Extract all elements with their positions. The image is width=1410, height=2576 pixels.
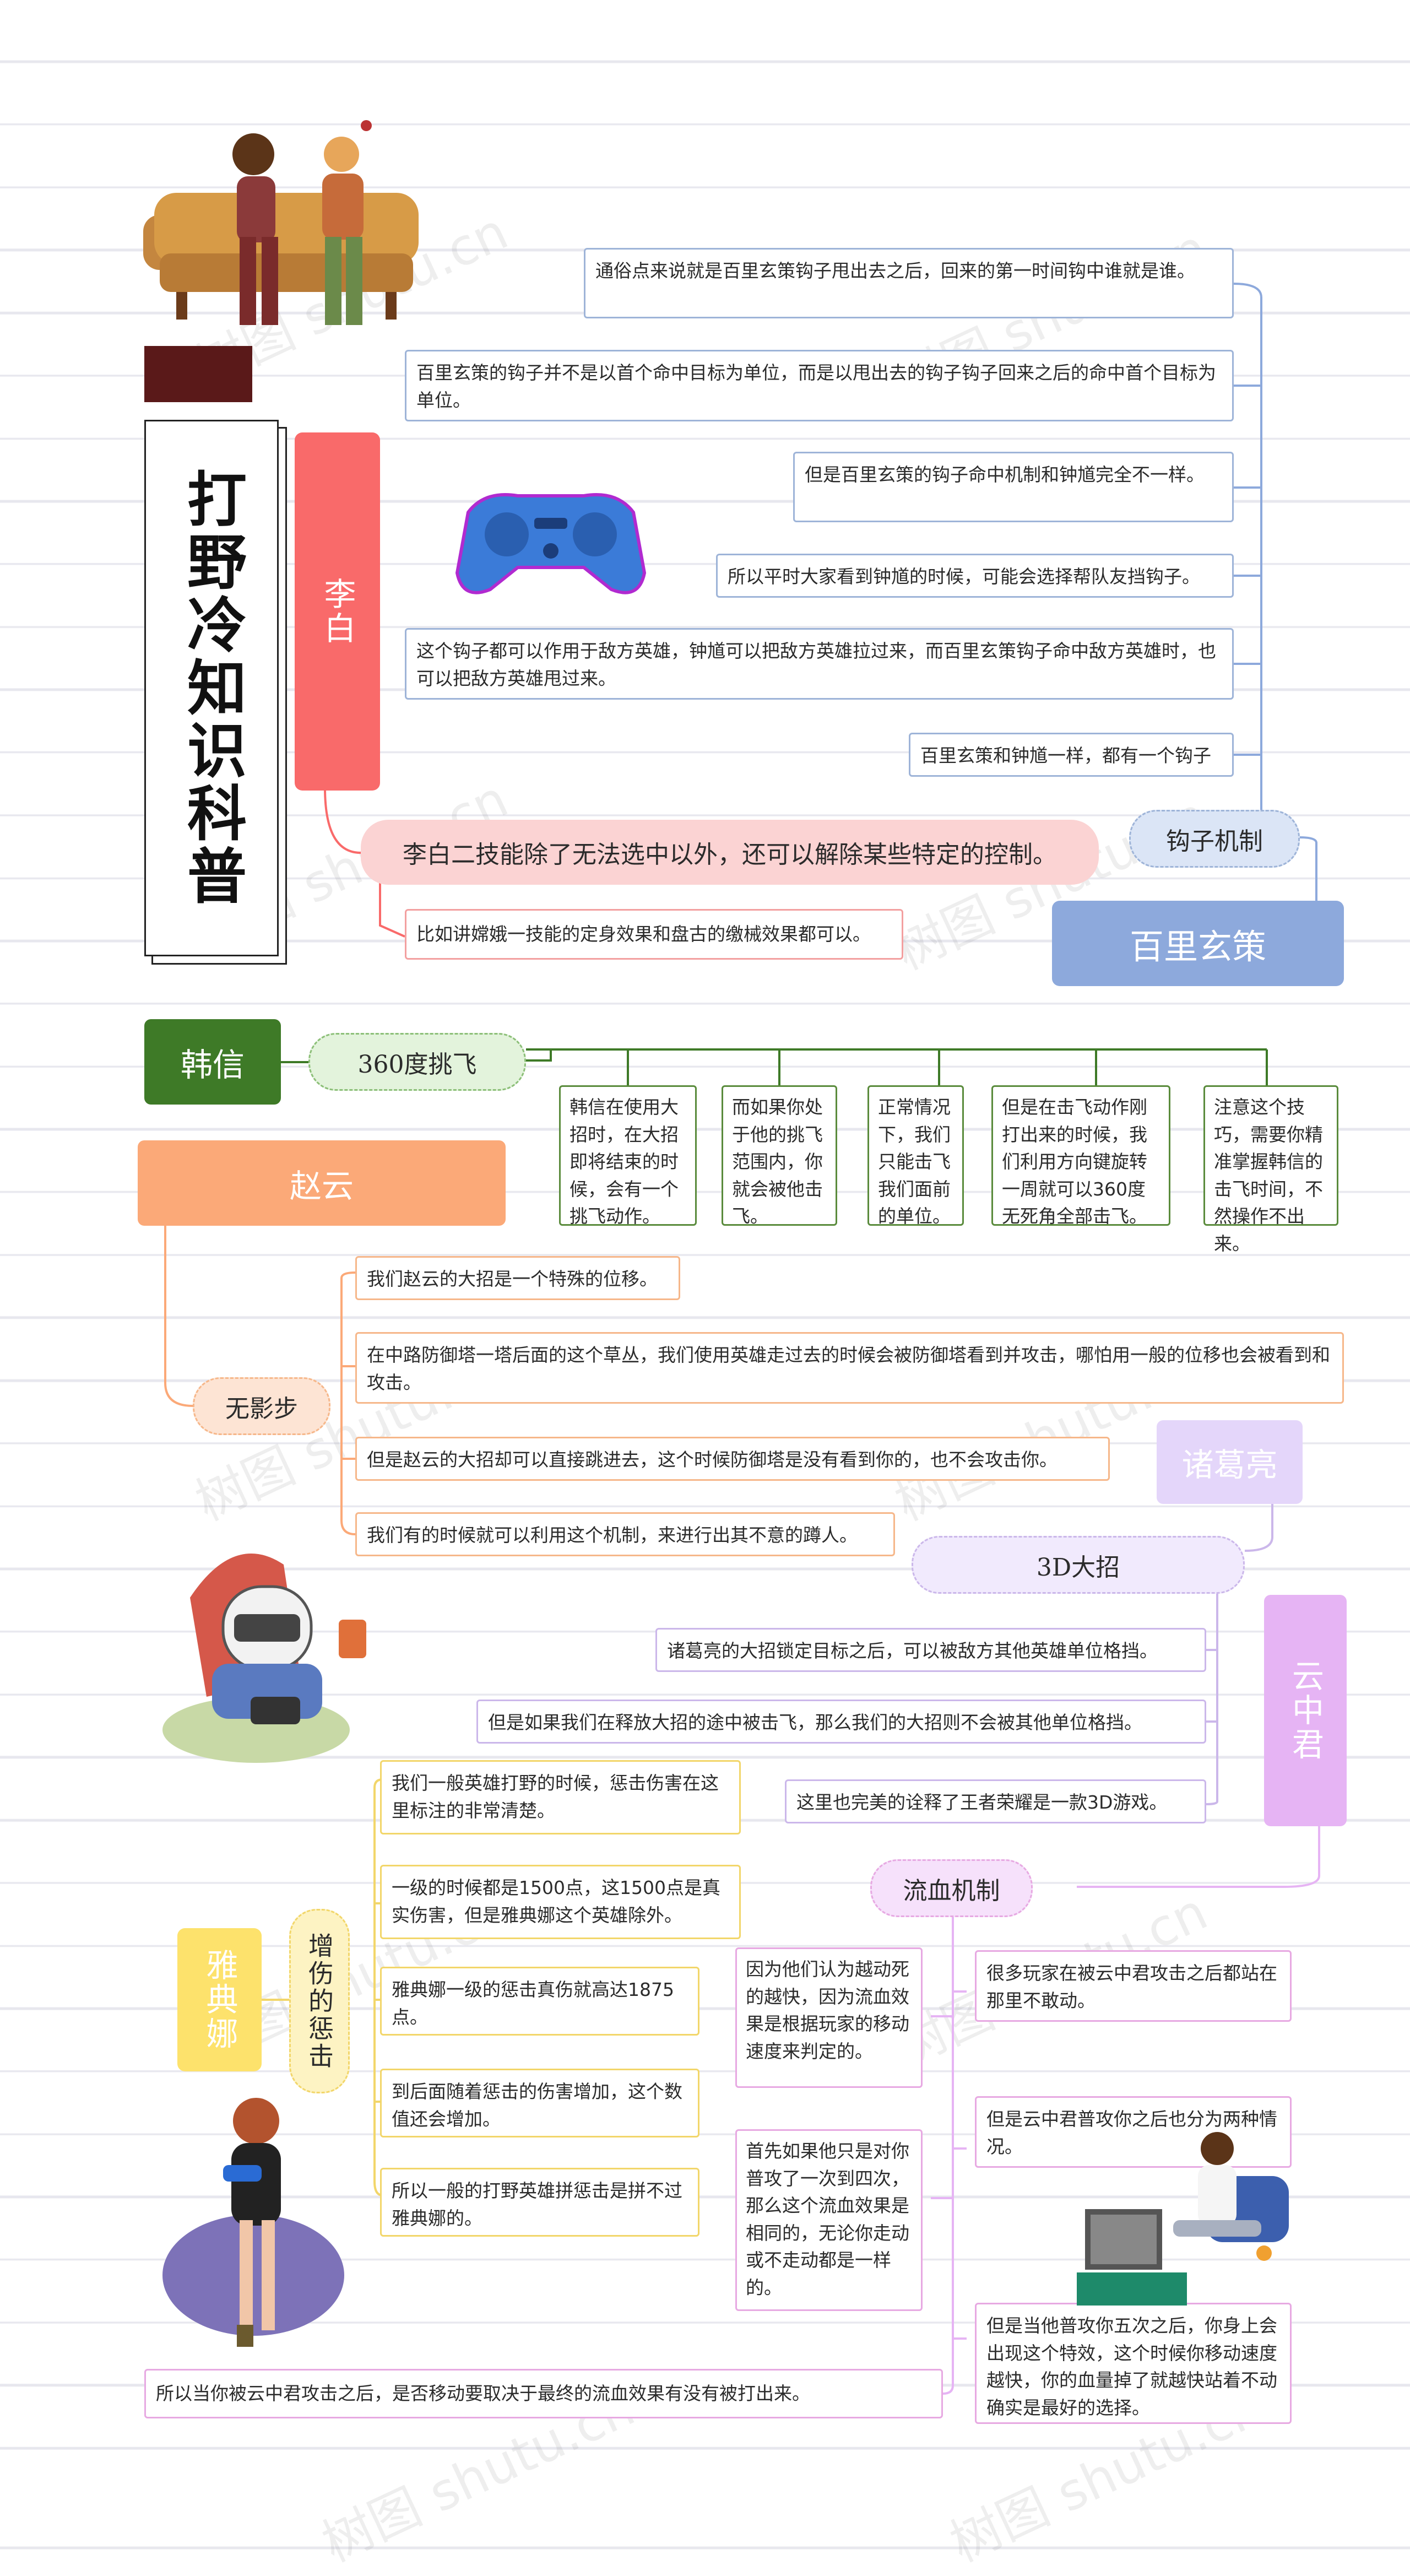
zhuge-note-text: 但是如果我们在释放大招的途中被击飞，那么我们的大招则不会被其他单位格挡。 (488, 1712, 1142, 1733)
libai-example-note: 比如讲嫦娥一技能的定身效果和盘古的缴械效果都可以。 (405, 909, 903, 960)
zhaoyun-note-text: 在中路防御塔一塔后面的这个草丛，我们使用英雄走过去的时候会被防御塔看到并攻击，哪… (367, 1344, 1330, 1393)
girl-beanbag-illustration (157, 2093, 361, 2358)
yunzhong-node[interactable]: 云中君 (1264, 1595, 1347, 1826)
baili-label: 百里玄策 (1129, 926, 1266, 967)
yadian-note-5: 所以一般的打野英雄拼惩击是拼不过雅典娜的。 (380, 2168, 699, 2237)
robot-gamer-illustration (157, 1531, 388, 1768)
libai-skill-text: 李白二技能除了无法选中以外，还可以解除某些特定的控制。 (403, 841, 1057, 869)
zhuge-note-text: 这里也完美的诠释了王者荣耀是一款3D游戏。 (796, 1792, 1168, 1813)
zhaoyun-note-text: 我们有的时候就可以利用这个机制，来进行出其不意的蹲人。 (367, 1524, 858, 1546)
yunzhong-note-text: 因为他们认为越动死的越快，因为流血效果是根据玩家的移动速度来判定的。 (746, 1958, 909, 2062)
baili-note-1: 通俗点来说就是百里玄策钩子甩出去之后，回来的第一时间钩中谁就是谁。 (584, 248, 1234, 318)
yunzhong-label: 云中君 (1287, 1659, 1324, 1762)
zhuge-note-3: 这里也完美的诠释了王者荣耀是一款3D游戏。 (785, 1779, 1206, 1823)
yadian-note-4: 到后面随着惩击的伤害增加，这个数值还会增加。 (380, 2069, 699, 2137)
baili-note-4: 所以平时大家看到钟馗的时候，可能会选择帮队友挡钩子。 (716, 554, 1234, 598)
yunzhong-right-note-1: 很多玩家在被云中君攻击之后都站在那里不敢动。 (975, 1950, 1292, 2022)
zhaoyun-node[interactable]: 赵云 (138, 1140, 506, 1226)
zhuge-note-2: 但是如果我们在释放大招的途中被击飞，那么我们的大招则不会被其他单位格挡。 (476, 1700, 1206, 1744)
yadian-note-text: 我们一般英雄打野的时候，惩击伤害在这里标注的非常清楚。 (392, 1772, 719, 1821)
zhuge-note-1: 诸葛亮的大招锁定目标之后，可以被敌方其他英雄单位格挡。 (655, 1628, 1206, 1672)
yadian-note-2: 一级的时候都是1500点，这1500点是真实伤害，但是雅典娜这个英雄除外。 (380, 1865, 741, 1939)
hanxin-note-4: 但是在击飞动作刚打出来的时候，我们利用方向键旋转一周就可以360度无死角全部击飞… (991, 1085, 1170, 1227)
baili-note-text: 百里玄策和钟馗一样，都有一个钩子 (920, 745, 1211, 766)
zhaoyun-note-2: 在中路防御塔一塔后面的这个草丛，我们使用英雄走过去的时候会被防御塔看到并攻击，哪… (355, 1332, 1344, 1404)
baili-note-text: 通俗点来说就是百里玄策钩子甩出去之后，回来的第一时间钩中谁就是谁。 (595, 260, 1195, 282)
yadian-note-text: 到后面随着惩击的伤害增加，这个数值还会增加。 (392, 2081, 682, 2130)
libai-node[interactable]: 李白 (295, 432, 380, 791)
gamers-couch-illustration (143, 116, 430, 353)
hanxin-sub-node[interactable]: 360度挑飞 (308, 1033, 526, 1091)
hanxin-note-text: 而如果你处于他的挑飞范围内，你就会被他击飞。 (732, 1096, 823, 1227)
libai-label: 李白 (318, 577, 356, 646)
hanxin-note-text: 但是在击飞动作刚打出来的时候，我们利用方向键旋转一周就可以360度无死角全部击飞… (1002, 1096, 1147, 1227)
baili-note-2: 百里玄策的钩子并不是以首个命中目标为单位，而是以甩出去的钩子钩子回来之后的命中首… (405, 350, 1234, 421)
gamepad-illustration (452, 479, 650, 606)
zhuge-label: 诸葛亮 (1181, 1446, 1278, 1484)
hanxin-sub-label: 360度挑飞 (357, 1050, 477, 1079)
page-title: 打野冷知识科普 (177, 468, 246, 908)
dark-block-decoration (144, 346, 252, 402)
baili-note-3: 但是百里玄策的钩子命中机制和钟馗完全不一样。 (793, 452, 1234, 522)
hanxin-note-text: 正常情况下，我们只能击飞我们面前的单位。 (878, 1096, 951, 1227)
yunzhong-note-text: 但是当他普攻你五次之后，你身上会出现这个特效，这个时候你移动速度越快，你的血量掉… (986, 2315, 1277, 2418)
zhaoyun-note-4: 我们有的时候就可以利用这个机制，来进行出其不意的蹲人。 (355, 1512, 895, 1556)
yunzhong-left-note-2: 首先如果他只是对你普攻了一次到四次，那么这个流血效果是相同的，无论你走动或不走动… (735, 2129, 923, 2311)
zhaoyun-note-text: 我们赵云的大招是一个特殊的位移。 (367, 1268, 658, 1290)
yadian-note-3: 雅典娜一级的惩击真伤就高达1875点。 (380, 1967, 699, 2036)
title-box: 打野冷知识科普 (144, 420, 279, 956)
baili-note-text: 但是百里玄策的钩子命中机制和钟馗完全不一样。 (805, 464, 1205, 485)
zhaoyun-note-3: 但是赵云的大招却可以直接跳进去，这个时候防御塔是没有看到你的，也不会攻击你。 (355, 1437, 1110, 1481)
yadian-note-1: 我们一般英雄打野的时候，惩击伤害在这里标注的非常清楚。 (380, 1760, 741, 1834)
baili-note-text: 百里玄策的钩子并不是以首个命中目标为单位，而是以甩出去的钩子钩子回来之后的命中首… (416, 362, 1216, 411)
zhaoyun-sub-node[interactable]: 无影步 (193, 1377, 330, 1435)
zhaoyun-sub-label: 无影步 (225, 1394, 298, 1423)
zhuge-node[interactable]: 诸葛亮 (1157, 1420, 1303, 1504)
zhuge-sub-node[interactable]: 3D大招 (912, 1536, 1245, 1594)
zhaoyun-note-text: 但是赵云的大招却可以直接跳进去，这个时候防御塔是没有看到你的，也不会攻击你。 (367, 1449, 1058, 1470)
baili-note-6: 百里玄策和钟馗一样，都有一个钩子 (909, 733, 1234, 777)
yadian-sub-node[interactable]: 增伤的惩击 (289, 1909, 350, 2093)
zhuge-note-text: 诸葛亮的大招锁定目标之后，可以被敌方其他英雄单位格挡。 (667, 1640, 1158, 1662)
zhaoyun-label: 赵云 (289, 1167, 354, 1205)
yadian-sub-label: 增伤的惩击 (305, 1932, 334, 2070)
hanxin-note-text: 注意这个技巧，需要你精准掌握韩信的击飞时间，不然操作不出来。 (1214, 1096, 1323, 1254)
baili-note-text: 这个钩子都可以作用于敌方英雄，钟馗可以把敌方英雄拉过来，而百里玄策钩子命中敌方英… (416, 640, 1216, 689)
yunzhong-note-text: 但是云中君普攻你之后也分为两种情况。 (986, 2108, 1277, 2157)
baili-sub-node[interactable]: 钩子机制 (1129, 810, 1300, 868)
libai-skill-node[interactable]: 李白二技能除了无法选中以外，还可以解除某些特定的控制。 (361, 820, 1099, 885)
yadian-note-text: 雅典娜一级的惩击真伤就高达1875点。 (392, 1979, 674, 2028)
hanxin-note-1: 韩信在使用大招时，在大招即将结束的时候，会有一个挑飞动作。 (559, 1085, 697, 1227)
yunzhong-left-note-1: 因为他们认为越动死的越快，因为流血效果是根据玩家的移动速度来判定的。 (735, 1947, 923, 2088)
baili-node[interactable]: 百里玄策 (1052, 901, 1344, 986)
connector-lines (164, 283, 1320, 2395)
yunzhong-summary-text: 所以当你被云中君攻击之后，是否移动要取决于最终的流血效果有没有被打出来。 (156, 2383, 810, 2405)
hanxin-note-3: 正常情况下，我们只能击飞我们面前的单位。 (867, 1085, 964, 1227)
zhuge-sub-label: 3D大招 (1036, 1553, 1120, 1582)
yadian-node[interactable]: 雅典娜 (177, 1928, 262, 2071)
yunzhong-sub-label: 流血机制 (903, 1876, 1000, 1905)
yunzhong-summary-note: 所以当你被云中君攻击之后，是否移动要取决于最终的流血效果有没有被打出来。 (144, 2369, 943, 2418)
baili-note-5: 这个钩子都可以作用于敌方英雄，钟馗可以把敌方英雄拉过来，而百里玄策钩子命中敌方英… (405, 628, 1234, 700)
zhaoyun-note-1: 我们赵云的大招是一个特殊的位移。 (355, 1256, 680, 1300)
yunzhong-sub-node[interactable]: 流血机制 (870, 1859, 1033, 1917)
yunzhong-right-note-2: 但是云中君普攻你之后也分为两种情况。 (975, 2096, 1292, 2168)
yadian-note-text: 所以一般的打野英雄拼惩击是拼不过雅典娜的。 (392, 2180, 682, 2229)
hanxin-label: 韩信 (180, 1046, 245, 1084)
yunzhong-note-text: 很多玩家在被云中君攻击之后都站在那里不敢动。 (986, 1962, 1277, 2011)
baili-note-text: 所以平时大家看到钟馗的时候，可能会选择帮队友挡钩子。 (728, 566, 1200, 587)
hanxin-note-text: 韩信在使用大招时，在大招即将结束的时候，会有一个挑飞动作。 (570, 1096, 679, 1227)
hanxin-node[interactable]: 韩信 (144, 1019, 281, 1105)
yadian-note-text: 一级的时候都是1500点，这1500点是真实伤害，但是雅典娜这个英雄除外。 (392, 1877, 720, 1926)
tv-gamer-illustration (1074, 2126, 1294, 2314)
baili-sub-label: 钩子机制 (1166, 827, 1263, 856)
yadian-label: 雅典娜 (200, 1949, 238, 2051)
hanxin-note-5: 注意这个技巧，需要你精准掌握韩信的击飞时间，不然操作不出来。 (1203, 1085, 1338, 1254)
yunzhong-note-text: 首先如果他只是对你普攻了一次到四次，那么这个流血效果是相同的，无论你走动或不走动… (746, 2140, 909, 2298)
yunzhong-right-note-3: 但是当他普攻你五次之后，你身上会出现这个特效，这个时候你移动速度越快，你的血量掉… (975, 2303, 1292, 2424)
libai-example-text: 比如讲嫦娥一技能的定身效果和盘古的缴械效果都可以。 (416, 923, 871, 945)
hanxin-note-2: 而如果你处于他的挑飞范围内，你就会被他击飞。 (722, 1085, 837, 1227)
